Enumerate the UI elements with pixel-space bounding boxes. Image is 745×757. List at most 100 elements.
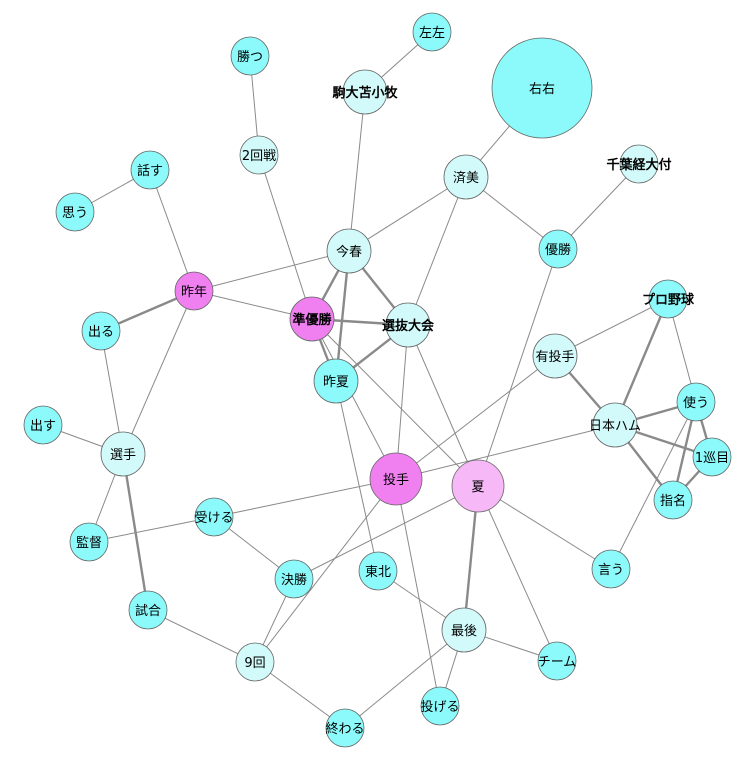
edge-saigo-owaru <box>344 629 465 729</box>
node-circle <box>537 641 577 681</box>
node-iu: 言う <box>591 549 631 589</box>
edge-puro-nihonham <box>613 298 670 426</box>
node-circle <box>412 12 452 52</box>
node-label: 思う <box>62 206 88 221</box>
edge-junyusho-natsu <box>311 318 479 487</box>
edge-senshu-shiai <box>121 453 150 611</box>
node-label: 東北 <box>365 564 391 580</box>
node-sakunen: 昨年 <box>174 271 214 311</box>
node-label: 夏 <box>471 480 484 495</box>
node-label: 受ける <box>194 511 233 526</box>
node-circle <box>358 551 398 591</box>
node-senshu: 選手 <box>100 431 146 477</box>
node-circle <box>385 302 431 348</box>
node-circle <box>676 382 716 422</box>
node-circle <box>441 607 487 653</box>
node-tohoku: 東北 <box>358 551 398 591</box>
node-yusho: 優勝 <box>538 229 578 269</box>
node-label: 言う <box>598 563 624 578</box>
node-label: 使う <box>683 395 709 411</box>
node-konharu: 今春 <box>326 228 372 274</box>
edge-yusho-natsu <box>477 248 559 487</box>
node-label: 監督 <box>76 535 102 551</box>
edge-saibi-konharu <box>348 176 467 252</box>
node-label: 出す <box>30 419 56 434</box>
node-circle <box>692 437 732 477</box>
node-label: 済美 <box>453 170 479 186</box>
node-label: 選抜大会 <box>382 318 435 334</box>
edge-hanasu-sakunen <box>149 169 195 292</box>
edge-yutoshu-toshu <box>395 355 556 480</box>
node-owaru: 終わる <box>325 708 365 748</box>
node-label: プロ野球 <box>642 292 695 308</box>
node-label: 準優勝 <box>292 312 332 328</box>
edge-komadai-konharu <box>348 91 366 252</box>
edge-senbatsu-natsu <box>407 324 479 487</box>
node-team: チーム <box>537 641 577 681</box>
node-circle <box>342 69 388 115</box>
edge-ukeru-toshu <box>213 478 397 518</box>
edge-tsukau-iu <box>610 401 697 570</box>
node-circle <box>235 642 275 682</box>
node-2kaisen: 2回戦 <box>239 135 279 175</box>
edge-sakunen-konharu <box>193 250 350 292</box>
node-chiba: 千葉経大付 <box>606 144 672 184</box>
node-toshu: 投手 <box>369 452 423 506</box>
node-saho: 左左 <box>412 12 452 52</box>
node-shimei: 指名 <box>653 480 693 520</box>
node-kessho: 決勝 <box>274 559 314 599</box>
node-layer: 左左勝つ駒大苫小牧右右2回戦話す済美千葉経大付思う今春優勝昨年プロ野球準優勝選抜… <box>23 12 732 748</box>
edge-shiai-9kai <box>147 609 256 663</box>
node-senbatsu: 選抜大会 <box>382 302 435 348</box>
edge-sakunatsu-tohoku <box>335 380 379 572</box>
node-dasu: 出す <box>23 405 63 445</box>
node-saigo: 最後 <box>441 607 487 653</box>
node-label: 1巡目 <box>695 451 729 466</box>
node-circle <box>23 405 63 445</box>
node-kantoku: 監督 <box>69 522 109 562</box>
node-1junme: 1巡目 <box>692 437 732 477</box>
node-circle <box>100 431 146 477</box>
node-label: 終わる <box>325 721 364 737</box>
edge-toshu-nageru <box>395 478 441 707</box>
node-circle <box>230 36 270 76</box>
node-circle <box>538 229 578 269</box>
node-puro: プロ野球 <box>642 279 695 319</box>
node-circle <box>491 37 593 139</box>
node-komadai: 駒大苫小牧 <box>331 69 398 115</box>
node-circle <box>289 296 335 342</box>
node-ukeru: 受ける <box>194 497 234 537</box>
node-nageru: 投げる <box>420 686 460 726</box>
node-sakunatsu: 昨夏 <box>313 358 359 404</box>
node-label: 千葉経大付 <box>606 157 671 173</box>
node-circle <box>451 459 505 513</box>
node-nihonham: 日本ハム <box>589 402 641 448</box>
node-omou: 思う <box>55 192 95 232</box>
edge-sakunen-senshu <box>122 290 195 455</box>
node-label: 2回戦 <box>242 149 276 164</box>
node-label: 昨夏 <box>323 375 349 390</box>
node-circle <box>130 150 170 190</box>
node-circle <box>128 590 168 630</box>
node-label: 投手 <box>383 472 409 488</box>
node-label: 出る <box>88 325 114 340</box>
node-circle <box>81 311 121 351</box>
edge-2kaisen-junyusho <box>258 154 313 320</box>
node-hanasu: 話す <box>130 150 170 190</box>
node-label: 有投手 <box>535 349 574 365</box>
edge-nihonham-toshu <box>395 424 616 480</box>
node-label: 選手 <box>110 448 136 463</box>
node-label: 9回 <box>244 656 265 671</box>
node-label: 最後 <box>451 624 477 639</box>
node-deru: 出る <box>81 311 121 351</box>
node-label: チーム <box>538 655 577 670</box>
edge-junyusho-toshu <box>311 318 397 480</box>
node-circle <box>592 402 638 448</box>
node-label: 指名 <box>660 493 686 509</box>
node-circle <box>313 358 359 404</box>
edge-kantoku-ukeru <box>88 516 215 543</box>
node-saibi: 済美 <box>443 154 489 200</box>
node-circle <box>443 154 489 200</box>
node-label: 駒大苫小牧 <box>331 85 398 101</box>
node-katsu: 勝つ <box>230 36 270 76</box>
